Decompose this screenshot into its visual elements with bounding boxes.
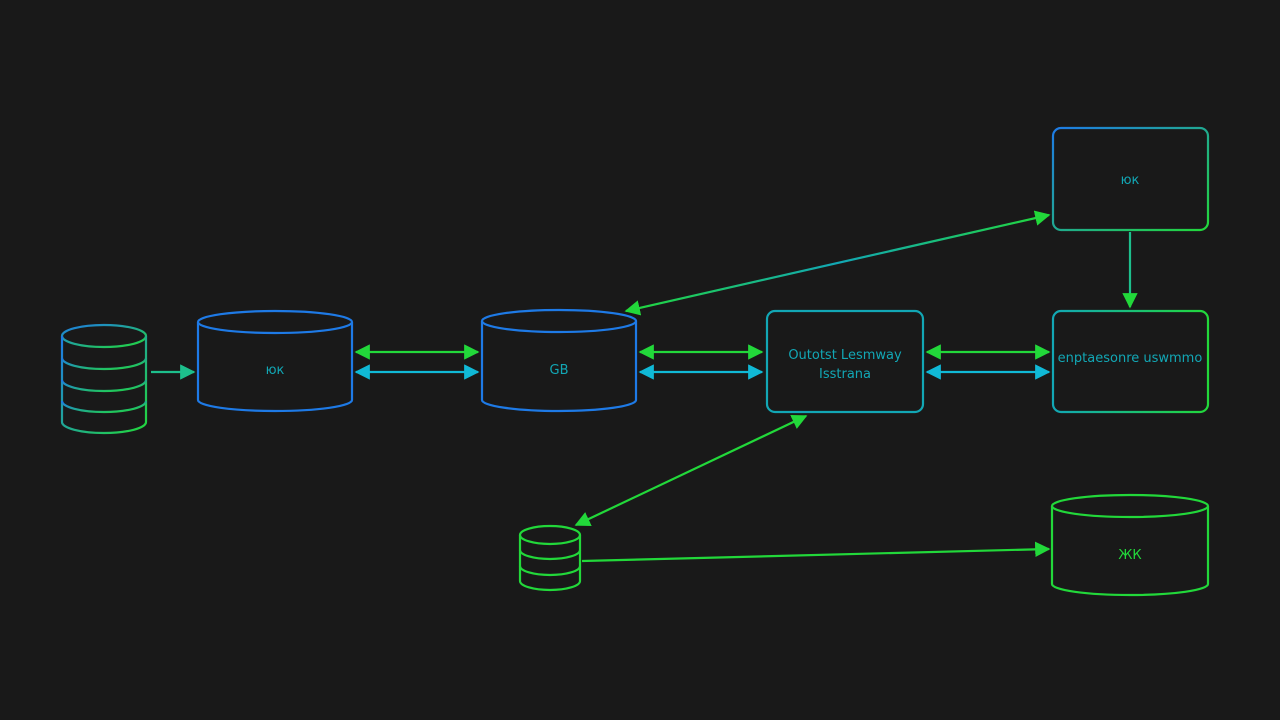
edge-small-db-to-cylinder-bottom-right	[581, 541, 1051, 563]
small-database-icon[interactable]	[518, 524, 582, 592]
box-center-label-line1: Outotst Lesmway	[788, 348, 902, 363]
cylinder-middle[interactable]: GB	[480, 308, 638, 413]
box-right-label: enptaesonre uswmmo	[1058, 351, 1203, 366]
edge-cyl-mid-top-right-box	[624, 210, 1051, 316]
cylinder-left-label: юк	[266, 363, 285, 378]
cylinder-bottom-right-label: ЖК	[1118, 548, 1141, 563]
box-top-right[interactable]: юк	[1051, 126, 1210, 232]
box-right[interactable]: enptaesonre uswmmo	[1051, 309, 1210, 414]
box-top-right-label: юк	[1121, 173, 1140, 188]
cylinder-left[interactable]: юк	[196, 309, 354, 413]
source-database-icon[interactable]	[60, 323, 148, 435]
box-center-label-line2: Isstrana	[819, 367, 871, 382]
cylinder-middle-label: GB	[550, 363, 569, 378]
cylinder-bottom-right[interactable]: ЖК	[1050, 493, 1210, 597]
edge-box-center-small-db	[574, 414, 808, 527]
box-center[interactable]: Outotst Lesmway Isstrana	[765, 309, 925, 414]
